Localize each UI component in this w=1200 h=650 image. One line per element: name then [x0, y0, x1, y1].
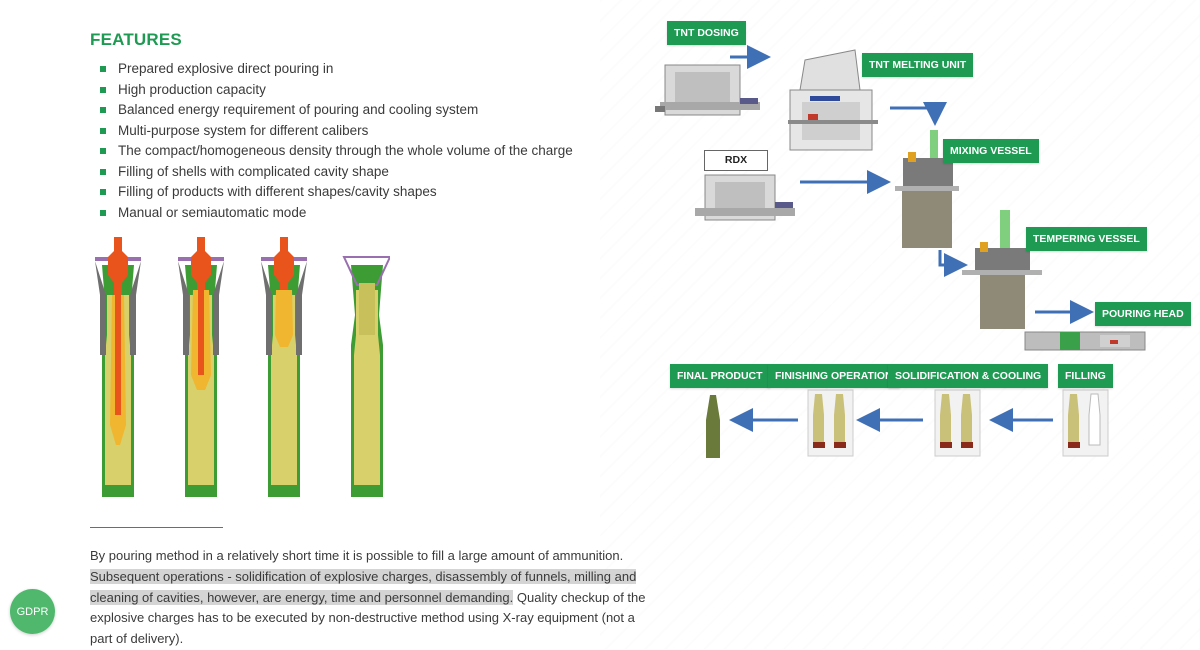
paragraph-text: By pouring method in a relatively short … — [90, 548, 624, 563]
tnt-melting-machine — [788, 49, 878, 151]
feature-item: Multi-purpose system for different calib… — [100, 122, 573, 143]
label-final-product: FINAL PRODUCT — [670, 364, 770, 388]
label-pouring-head: POURING HEAD — [1095, 302, 1191, 326]
features-heading: FEATURES — [90, 30, 182, 49]
label-rdx: RDX — [704, 150, 768, 171]
feature-item: High production capacity — [100, 81, 573, 102]
rdx-machine — [695, 174, 795, 221]
feature-item: Manual or semiautomatic mode — [100, 204, 573, 225]
solidification-shells — [934, 389, 981, 457]
pouring-head-machine — [1024, 331, 1146, 351]
shell-filling-illustration — [95, 237, 390, 497]
label-filling: FILLING — [1058, 364, 1113, 388]
description-paragraph: By pouring method in a relatively short … — [90, 546, 655, 650]
process-diagram-graphics — [655, 45, 1146, 458]
label-tnt-melting-unit: TNT MELTING UNIT — [862, 53, 974, 77]
section-divider — [90, 527, 223, 528]
feature-item: Filling of shells with complicated cavit… — [100, 163, 573, 184]
label-tempering-vessel: TEMPERING VESSEL — [1026, 227, 1147, 251]
process-diagram: TNT DOSING TNT MELTING UNIT RDX MIXING V… — [640, 10, 1191, 480]
label-tnt-dosing: TNT DOSING — [667, 21, 746, 45]
shell-stage-1 — [95, 237, 141, 497]
filling-shells — [1062, 389, 1109, 457]
feature-item: Filling of products with different shape… — [100, 183, 573, 204]
gdpr-button[interactable]: GDPR — [10, 589, 55, 634]
shell-stage-3 — [261, 237, 307, 497]
finishing-shells — [807, 389, 854, 457]
mixing-vessel-machine — [895, 130, 959, 248]
label-mixing-vessel: MIXING VESSEL — [943, 139, 1039, 163]
final-product-shell — [706, 395, 720, 458]
feature-item: Balanced energy requirement of pouring a… — [100, 101, 573, 122]
features-list: Prepared explosive direct pouring in Hig… — [100, 60, 573, 224]
label-solidification-cooling: SOLIDIFICATION & COOLING — [888, 364, 1049, 388]
paragraph-text: Quality checkup of the explosive charges… — [90, 589, 646, 647]
shell-stage-4 — [342, 256, 390, 497]
tempering-vessel-machine — [962, 210, 1042, 329]
shell-stage-2 — [178, 237, 224, 497]
feature-item: The compact/homogeneous density through … — [100, 142, 573, 163]
tnt-dosing-machine — [655, 64, 760, 116]
feature-item: Prepared explosive direct pouring in — [100, 60, 573, 81]
label-finishing-operation: FINISHING OPERATION — [768, 364, 900, 388]
